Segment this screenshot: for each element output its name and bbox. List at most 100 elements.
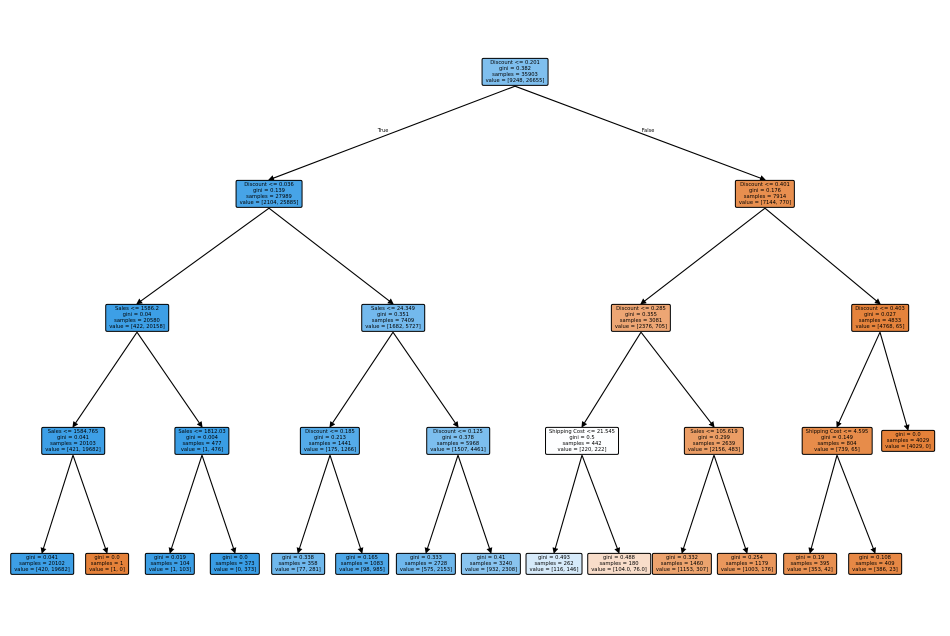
edge-n6-n13 <box>836 331 881 428</box>
node-text-line: gini = 0.176 <box>749 187 781 194</box>
node-text-line: value = [1003, 176] <box>720 567 774 574</box>
node-text-line: gini = 0.41 <box>476 554 506 561</box>
node-text-line: samples = 804 <box>817 441 857 447</box>
node-text-line: value = [1507, 4461] <box>430 447 486 454</box>
node-text-line: Shipping Cost <= 4.595 <box>805 428 869 435</box>
node-text-line: samples = 2728 <box>404 560 448 567</box>
node-text-line: samples = 27989 <box>246 194 292 200</box>
node-text-line: Sales <= 1812.03 <box>178 428 226 435</box>
node-text-line: gini = 0.333 <box>410 554 442 561</box>
node-text-line: samples = 373 <box>215 560 255 567</box>
edge-n13-n27 <box>808 455 838 554</box>
node-text-line: gini = 0.213 <box>314 434 346 441</box>
node-text-line: value = [220, 222] <box>557 447 607 454</box>
node-text-line: samples = 3240 <box>469 560 513 567</box>
edge-n9-n20 <box>329 455 364 554</box>
node-text-line: samples = 442 <box>562 441 602 447</box>
node-text-line: samples = 262 <box>534 560 574 567</box>
node-text-line: value = [1, 0] <box>89 567 125 574</box>
node-text-line: value = [1, 476] <box>180 447 224 454</box>
node-text-line: value = [932, 2308] <box>464 567 518 574</box>
edge-n12-n25 <box>680 455 715 554</box>
node-text-line: gini = 0.0 <box>222 554 248 561</box>
edge-n11-n24 <box>581 454 621 554</box>
node-text-line: gini = 0.332 <box>666 554 698 561</box>
node-text-line: samples = 2639 <box>692 441 736 447</box>
node-text-line: samples = 104 <box>150 560 190 567</box>
edge-n12-n26 <box>713 455 749 554</box>
edge-n4-n9 <box>329 331 394 428</box>
node-text-line: value = [4768, 65] <box>855 324 905 331</box>
node-text-line: samples = 409 <box>855 560 895 567</box>
node-text-line: value = [1682, 5727] <box>365 324 421 331</box>
node-text-line: value = [1153, 307] <box>655 567 709 574</box>
edge-n5-n12 <box>640 331 715 428</box>
node-text-line: value = [422, 20158] <box>109 324 165 331</box>
edge-n6-n14 <box>879 332 910 431</box>
edge-n13-n28 <box>836 454 876 554</box>
node-text-line: Discount <= 0.036 <box>244 181 294 188</box>
node-text-line: samples = 20580 <box>114 318 160 324</box>
node-text-line: value = [575, 2153] <box>399 567 453 574</box>
node-text-line: value = [2376, 705] <box>614 324 668 331</box>
node-text-line: value = [104.0, 76.0] <box>591 567 647 574</box>
node-text-line: gini = 0.149 <box>821 434 853 441</box>
node-text-line: value = [98, 985] <box>339 567 385 574</box>
node-text-line: gini = 0.378 <box>442 434 474 441</box>
node-text-line: gini = 0.299 <box>698 434 730 441</box>
node-text-line: value = [353, 42] <box>787 567 833 574</box>
node-text-line: gini = 0.488 <box>603 554 635 561</box>
edge-n7-n15 <box>40 455 74 554</box>
node-text-line: value = [421, 19682] <box>45 447 101 454</box>
node-text-line: value = [116, 146] <box>529 567 579 574</box>
edge-n10-n22 <box>457 455 493 554</box>
node-text-line: Sales <= 1586.2 <box>115 305 159 312</box>
node-text-line: samples = 180 <box>599 560 639 567</box>
node-text-line: value = [0, 373] <box>213 567 257 574</box>
node-text-line: samples = 4833 <box>858 318 902 324</box>
edge-n8-n18 <box>201 455 237 554</box>
node-text-line: Sales <= 1584.765 <box>47 428 99 435</box>
node-text-line: gini = 0.5 <box>569 434 595 441</box>
edge-n8-n17 <box>168 455 203 554</box>
node-text-line: Sales <= 105.619 <box>690 428 738 435</box>
node-text-line: gini = 0.382 <box>499 65 531 72</box>
node-text-line: gini = 0.108 <box>859 554 891 561</box>
node-text-line: gini = 0.027 <box>864 311 896 318</box>
node-text-line: samples = 20102 <box>19 560 65 567</box>
edge-n4-n10 <box>392 331 459 428</box>
node-text-line: gini = 0.0 <box>895 431 921 438</box>
node-text-line: gini = 0.355 <box>625 311 657 318</box>
edge-n0-n1 <box>268 85 516 181</box>
node-text-line: samples = 1441 <box>308 441 352 447</box>
edge-n2-n5 <box>640 207 766 305</box>
node-text-line: gini = 0.041 <box>26 554 58 561</box>
node-text-line: Discount <= 0.185 <box>305 428 355 435</box>
node-text-line: gini = 0.004 <box>186 434 218 441</box>
node-text-line: value = [4029, 0] <box>885 444 931 451</box>
node-text-line: samples = 35903 <box>492 72 538 78</box>
node-text-line: gini = 0.0 <box>94 554 120 561</box>
node-text-line: value = [739, 65] <box>814 447 860 454</box>
node-text-line: value = [420, 19682] <box>14 567 70 574</box>
node-text-line: gini = 0.165 <box>346 554 378 561</box>
node-text-line: gini = 0.338 <box>282 554 314 561</box>
